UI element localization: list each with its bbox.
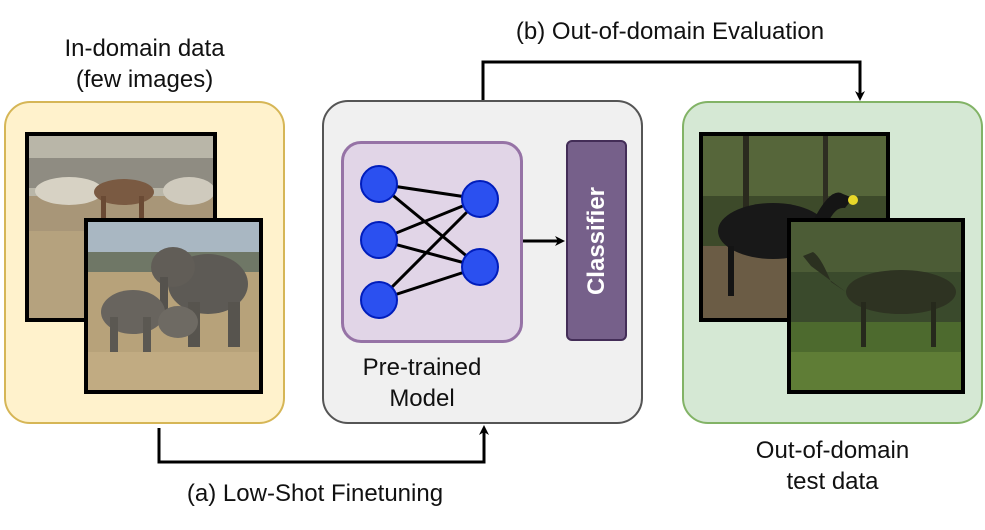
step-b-label: (b) Out-of-domain Evaluation — [515, 18, 825, 45]
input-neuron — [360, 165, 398, 203]
in-domain-front-photo — [84, 218, 263, 394]
classifier-block: Classifier — [566, 140, 627, 341]
out-domain-title: Out-of-domain test data — [682, 435, 983, 497]
hidden-neuron — [461, 248, 499, 286]
evaluation-arrow — [481, 60, 865, 101]
out-domain-title-line2: test data — [786, 468, 879, 495]
out-domain-front-photo — [787, 218, 965, 394]
out-domain-title-line1: Out-of-domain — [755, 437, 910, 464]
model-title: Pre-trained Model — [322, 352, 522, 414]
model-title-line1: Pre-trained — [362, 354, 482, 381]
in-domain-title: In-domain data (few images) — [4, 33, 285, 95]
hidden-neuron — [461, 180, 499, 218]
model-title-line2: Model — [389, 385, 455, 412]
input-neuron — [360, 281, 398, 319]
input-neuron — [360, 221, 398, 259]
step-a-label: (a) Low-Shot Finetuning — [186, 480, 444, 507]
finetuning-arrow — [157, 425, 489, 464]
in-domain-title-line2: (few images) — [75, 66, 214, 93]
in-domain-title-line1: In-domain data — [64, 35, 225, 62]
